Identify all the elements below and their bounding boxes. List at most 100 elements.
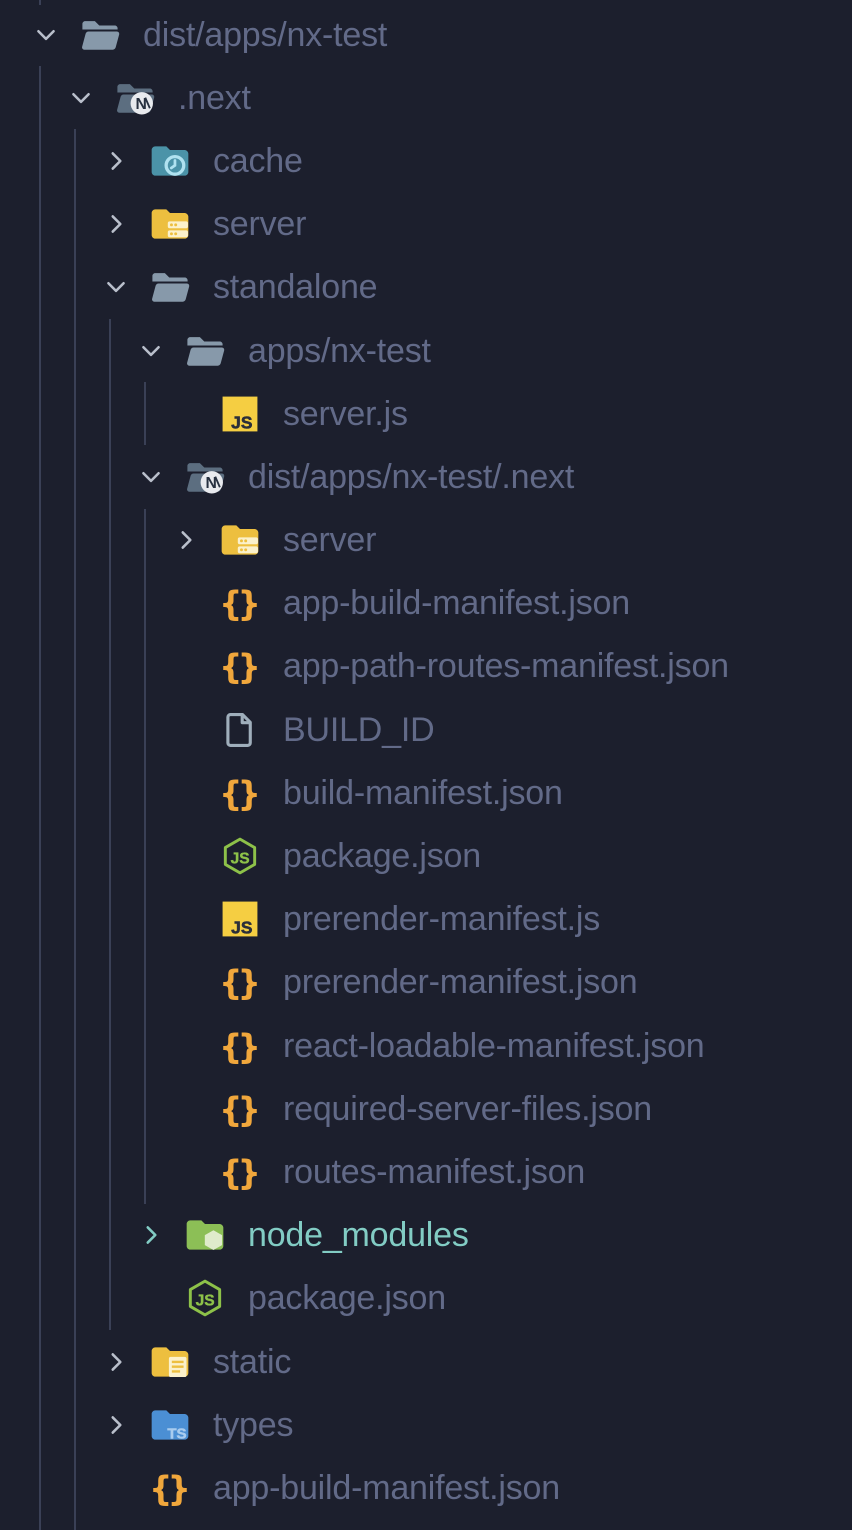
json-icon: { } <box>218 1024 262 1068</box>
tree-item-cache[interactable]: cache <box>0 129 852 192</box>
nodejs-icon: JS <box>183 1276 227 1320</box>
svg-text:}: } <box>239 1153 259 1192</box>
svg-text:JS: JS <box>231 412 252 432</box>
item-label: types <box>213 1405 294 1444</box>
folder-next-icon: N <box>183 455 227 499</box>
js-icon: JS <box>218 392 262 436</box>
json-icon: { } <box>218 1150 262 1194</box>
item-label: node_modules <box>248 1216 469 1255</box>
item-label: prerender-manifest.json <box>283 963 638 1002</box>
chevron-spacer <box>172 779 200 807</box>
chevron-down-icon[interactable] <box>102 273 130 301</box>
tree-item-node-modules[interactable]: node_modules <box>0 1204 852 1267</box>
chevron-spacer <box>172 652 200 680</box>
svg-text:}: } <box>239 648 259 687</box>
tree-item-build-manifest-json[interactable]: { } build-manifest.json <box>0 761 852 824</box>
json-icon: { } <box>218 581 262 625</box>
chevron-spacer <box>172 589 200 617</box>
tree-item-prerender-manifest-json[interactable]: { } prerender-manifest.json <box>0 951 852 1014</box>
item-label: static <box>213 1342 292 1381</box>
svg-text:}: } <box>239 1090 259 1129</box>
json-icon: { } <box>148 1466 192 1510</box>
tree-item-app-build-manifest-json[interactable]: { }app-build-manifest.json <box>0 1456 852 1519</box>
indent-guide <box>144 508 146 1204</box>
chevron-spacer <box>137 1284 165 1312</box>
svg-text:{: { <box>221 964 241 1003</box>
indent-guide <box>74 129 76 1530</box>
tree-item-apps-nx-test[interactable]: apps/nx-test <box>0 319 852 382</box>
svg-text:}: } <box>169 1469 189 1508</box>
tree-item-server[interactable]: server <box>0 193 852 256</box>
json-icon: { } <box>218 1087 262 1131</box>
chevron-right-icon[interactable] <box>137 1221 165 1249</box>
svg-text:JS: JS <box>196 1293 215 1310</box>
tree-item-package-json[interactable]: JS package.json <box>0 1267 852 1330</box>
chevron-right-icon[interactable] <box>102 1411 130 1439</box>
item-label: server <box>213 205 307 244</box>
folder-server-icon <box>148 202 192 246</box>
folder-cache-icon <box>148 139 192 183</box>
chevron-down-icon[interactable] <box>137 463 165 491</box>
chevron-right-icon[interactable] <box>102 147 130 175</box>
svg-text:N: N <box>136 96 147 113</box>
svg-text:N: N <box>206 475 217 492</box>
item-label: routes-manifest.json <box>283 1152 586 1191</box>
indent-guide <box>39 0 41 5</box>
item-label: standalone <box>213 268 378 307</box>
chevron-down-icon[interactable] <box>32 21 60 49</box>
tree-item-server[interactable]: server <box>0 509 852 572</box>
item-label: dist/apps/nx-test/.next <box>248 457 575 496</box>
chevron-right-icon[interactable] <box>102 1348 130 1376</box>
svg-text:}: } <box>239 1027 259 1066</box>
item-label: react-loadable-manifest.json <box>283 1026 705 1065</box>
tree-item-required-server-files-json[interactable]: { } required-server-files.json <box>0 1077 852 1140</box>
item-label: required-server-files.json <box>283 1089 652 1128</box>
folder-open-icon <box>78 13 122 57</box>
chevron-down-icon[interactable] <box>137 337 165 365</box>
js-icon: JS <box>218 897 262 941</box>
svg-text:JS: JS <box>231 850 250 867</box>
svg-text:{: { <box>221 584 241 623</box>
chevron-spacer <box>172 1032 200 1060</box>
json-icon: { } <box>218 960 262 1004</box>
file-icon <box>218 708 262 752</box>
tree-item-routes-manifest-json[interactable]: { } routes-manifest.json <box>0 1140 852 1203</box>
indent-guide <box>39 66 41 1530</box>
tree-item-build-id[interactable]: BUILD_ID <box>0 698 852 761</box>
chevron-right-icon[interactable] <box>172 526 200 554</box>
tree-item-app-build-manifest-json[interactable]: { } app-build-manifest.json <box>0 572 852 635</box>
item-label: app-build-manifest.json <box>283 584 630 623</box>
tree-item-standalone[interactable]: standalone <box>0 256 852 319</box>
tree-item-dist-apps-nx-test[interactable]: dist/apps/nx-test <box>0 3 852 66</box>
chevron-spacer <box>172 905 200 933</box>
item-label: package.json <box>248 1279 446 1318</box>
tree-item-next[interactable]: N .next <box>0 66 852 129</box>
svg-text:{: { <box>221 1153 241 1192</box>
chevron-right-icon[interactable] <box>102 210 130 238</box>
svg-text:{: { <box>221 1027 241 1066</box>
svg-text:}: } <box>239 774 259 813</box>
tree-item-types[interactable]: TS types <box>0 1393 852 1456</box>
folder-typescript-icon: TS <box>148 1403 192 1447</box>
tree-item-react-loadable-manifest-json[interactable]: { } react-loadable-manifest.json <box>0 1014 852 1077</box>
chevron-spacer <box>102 1474 130 1502</box>
item-label: server.js <box>283 394 408 433</box>
folder-static-icon <box>148 1340 192 1384</box>
tree-item-app-path-routes-manifest-json[interactable]: { }app-path-routes-manifest.json <box>0 635 852 698</box>
item-label: build-manifest.json <box>283 773 563 812</box>
tree-item-server-js[interactable]: JS server.js <box>0 382 852 445</box>
tree-item-static[interactable]: static <box>0 1330 852 1393</box>
svg-text:JS: JS <box>231 918 252 938</box>
chevron-spacer <box>172 968 200 996</box>
item-label: .next <box>178 78 251 117</box>
svg-text:{: { <box>221 1090 241 1129</box>
chevron-spacer <box>172 400 200 428</box>
tree-item-dist-apps-nx-test-next[interactable]: N dist/apps/nx-test/.next <box>0 445 852 508</box>
indent-guide <box>144 382 146 446</box>
svg-text:{: { <box>221 774 241 813</box>
folder-next-icon: N <box>113 76 157 120</box>
chevron-down-icon[interactable] <box>67 84 95 112</box>
